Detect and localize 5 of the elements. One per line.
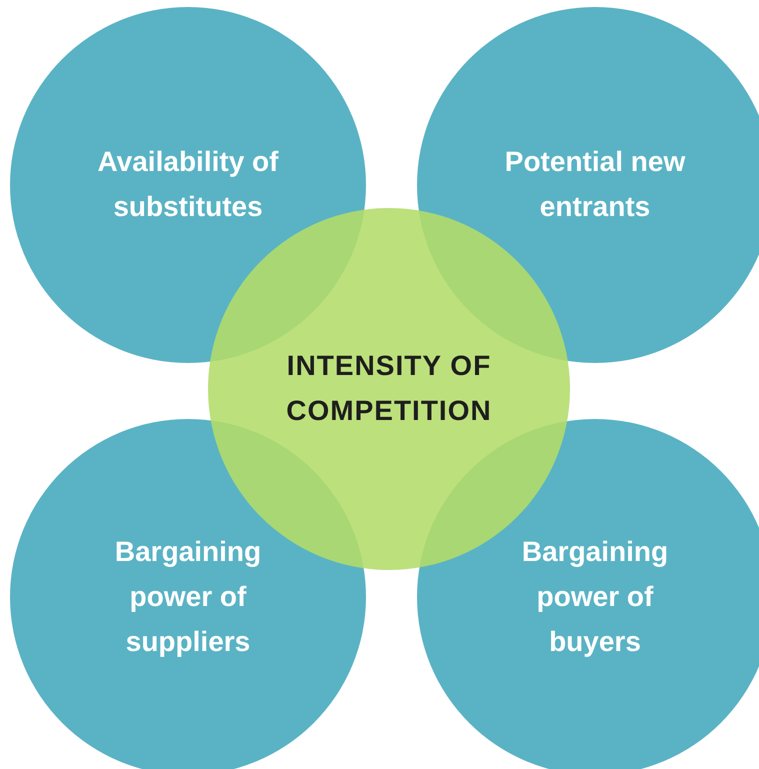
node-label: Availability of substitutes xyxy=(96,145,280,224)
node-label: INTENSITY OF COMPETITION xyxy=(285,349,493,428)
node-label: Bargaining power of buyers xyxy=(520,535,670,659)
node-label: Potential new entrants xyxy=(504,145,686,224)
node-label: Bargaining power of suppliers xyxy=(114,535,262,659)
